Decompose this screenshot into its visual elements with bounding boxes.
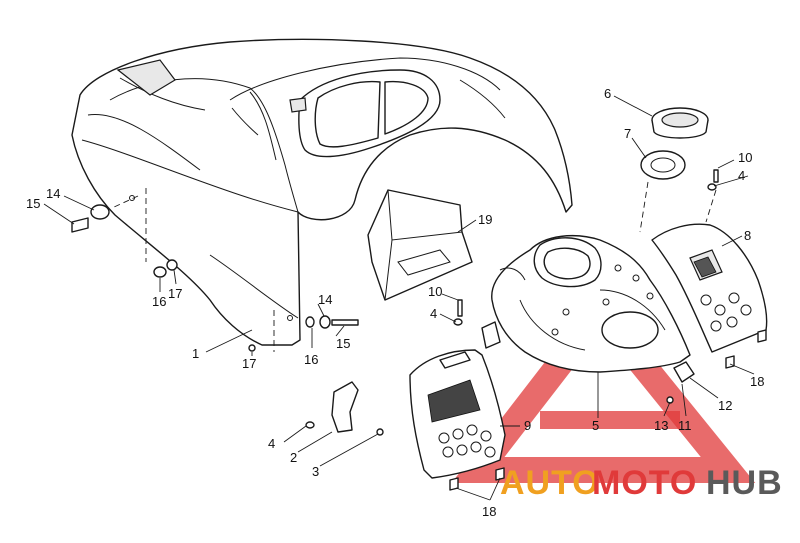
- part-6-filler-ring: [651, 107, 709, 139]
- callout-16: 16: [304, 352, 318, 367]
- callout-7: 7: [624, 126, 631, 141]
- callout-15: 15: [336, 336, 350, 351]
- callout-4: 4: [430, 306, 437, 321]
- callout-8: 8: [744, 228, 751, 243]
- part-19-tray: [367, 189, 473, 301]
- callout-4: 4: [268, 436, 275, 451]
- leader-lines: [43, 95, 755, 501]
- callout-18: 18: [482, 504, 496, 519]
- watermark-auto: AUTO: [500, 464, 600, 502]
- watermark-text: AUTO MOTO HUB: [500, 464, 783, 502]
- callout-4: 4: [738, 168, 745, 183]
- watermark-logo: [451, 291, 756, 483]
- callout-1: 1: [192, 346, 199, 361]
- callout-19: 19: [478, 212, 492, 227]
- callout-10: 10: [428, 284, 442, 299]
- callout-5: 5: [592, 418, 599, 433]
- callouts: 1 2 3 4 4 4 5 6 7 8 9 10 10 11 12 13 14 …: [26, 86, 764, 519]
- callout-3: 3: [312, 464, 319, 479]
- watermark-moto: MOTO: [592, 464, 697, 502]
- callout-17: 17: [242, 356, 256, 371]
- callout-14: 14: [318, 292, 332, 307]
- part-1-rear-body: [71, 38, 573, 346]
- callout-13: 13: [654, 418, 668, 433]
- part-7-gasket: [640, 150, 686, 180]
- callout-16: 16: [152, 294, 166, 309]
- hardware: [71, 169, 767, 491]
- callout-17: 17: [168, 286, 182, 301]
- watermark-hub: HUB: [706, 464, 783, 502]
- callout-10: 10: [738, 150, 752, 165]
- callout-2: 2: [290, 450, 297, 465]
- callout-14: 14: [46, 186, 60, 201]
- callout-6: 6: [604, 86, 611, 101]
- part-5-front-cover: [481, 235, 691, 373]
- callout-9: 9: [524, 418, 531, 433]
- callout-15: 15: [26, 196, 40, 211]
- callout-18: 18: [750, 374, 764, 389]
- part-9-side-panel: [409, 349, 506, 479]
- part-8-side-panel: [651, 223, 768, 353]
- callout-11: 11: [678, 418, 692, 433]
- callout-12: 12: [718, 398, 732, 413]
